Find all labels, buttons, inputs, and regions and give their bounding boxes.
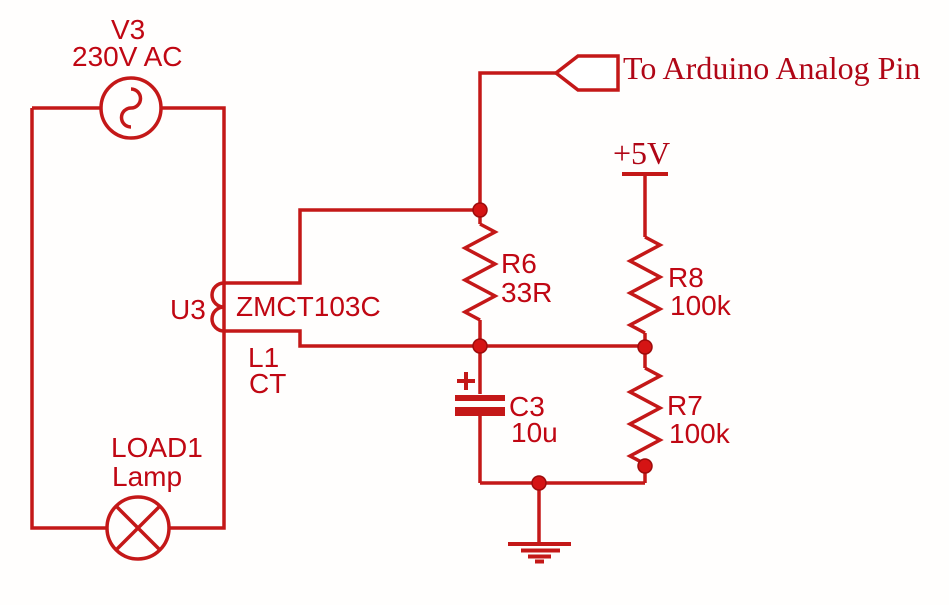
resistor-r6-symbol [461, 210, 499, 346]
arduino-net-label: To Arduino Analog Pin [623, 50, 921, 86]
load-value-label: Lamp [112, 461, 183, 492]
r6-ref-label: R6 [501, 248, 537, 279]
r7-value-label: 100k [669, 418, 730, 449]
junction-dots [472, 202, 653, 491]
power-rail-symbol [622, 172, 668, 237]
analog-pin-wire [478, 71, 556, 210]
sine-wave-icon [119, 87, 143, 129]
secondary-top-wire [224, 208, 480, 285]
secondary-bottom-wire [224, 329, 480, 348]
transformer-ref-label: U3 [170, 294, 206, 325]
secondary-type-label: CT [249, 368, 287, 399]
lamp-symbol [105, 495, 171, 561]
power-net-label: +5V [613, 135, 671, 171]
source-value-label: 230V AC [72, 41, 183, 72]
r8-value-label: 100k [670, 290, 731, 321]
c3-value-label: 10u [511, 417, 558, 448]
source-ref-label: V3 [111, 14, 146, 45]
ground-symbol [508, 483, 571, 564]
capacitor-c3-symbol [455, 346, 505, 483]
secondary-ref-label: L1 [248, 342, 280, 373]
resistor-r8-symbol [626, 235, 664, 347]
load-ref-label: LOAD1 [111, 432, 203, 463]
mains-loop-wire [30, 106, 226, 530]
r6-value-label: 33R [501, 277, 553, 308]
ac-source-symbol [99, 76, 163, 140]
r8-ref-label: R8 [668, 262, 704, 293]
transformer-part-label: ZMCT103C [236, 291, 381, 322]
net-tag-icon [553, 54, 620, 92]
ct-coil-symbol [210, 281, 225, 333]
r7-ref-label: R7 [667, 390, 703, 421]
c3-ref-label: C3 [509, 391, 545, 422]
plus-polarity-icon [457, 372, 475, 390]
